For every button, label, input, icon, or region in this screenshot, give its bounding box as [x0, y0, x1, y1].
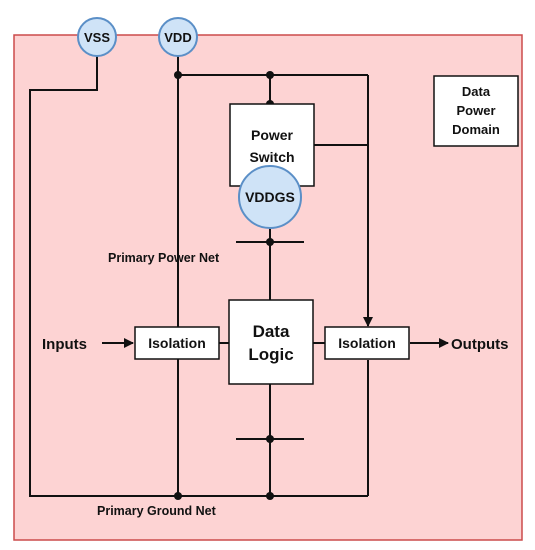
vddgs-pin — [238, 165, 302, 229]
vss-pin — [77, 17, 117, 57]
vdd-pin — [158, 17, 198, 57]
power-switch-line1: Power — [251, 127, 294, 143]
domain-label-line2: Power — [456, 103, 495, 118]
isolation-left-label: Isolation — [148, 335, 206, 351]
primary-power-net-label: Primary Power Net — [108, 251, 220, 265]
junction-dot — [266, 492, 274, 500]
data-logic-line1: Data — [253, 322, 290, 341]
isolation-left-box — [134, 326, 220, 360]
data-logic-line2: Logic — [248, 345, 293, 364]
isolation-right-box — [324, 326, 410, 360]
vss-pin-label: VSS — [84, 30, 110, 45]
domain-label-line1: Data — [462, 84, 491, 99]
isolation-right-label: Isolation — [338, 335, 396, 351]
junction-dot — [174, 71, 182, 79]
junction-dot — [266, 238, 274, 246]
vddgs-pin-label: VDDGS — [245, 189, 295, 205]
junction-dot — [174, 492, 182, 500]
domain-label-box — [433, 75, 519, 147]
junction-dot — [266, 71, 274, 79]
inputs-label: Inputs — [42, 336, 87, 353]
data-logic-box — [228, 299, 314, 385]
vss-wire — [29, 56, 178, 497]
primary-ground-net-label: Primary Ground Net — [97, 504, 217, 518]
domain-label-line3: Domain — [452, 122, 500, 137]
outputs-label: Outputs — [451, 336, 509, 353]
vdd-pin-label: VDD — [164, 30, 191, 45]
junction-dot — [266, 435, 274, 443]
power-switch-line2: Switch — [249, 149, 294, 165]
